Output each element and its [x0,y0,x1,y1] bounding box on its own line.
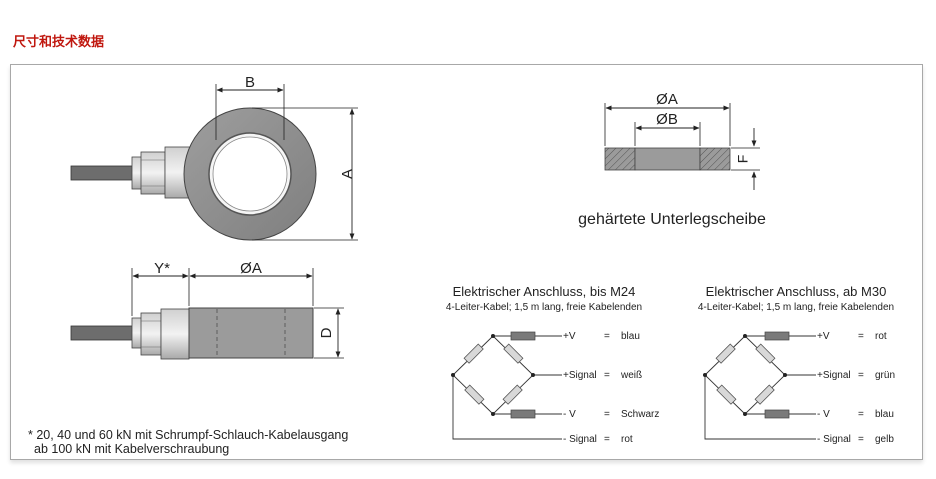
signal-label: - V [563,409,576,420]
wire-color: rot [875,331,887,342]
dimension-d-label: D [318,327,335,338]
washer-view: ØA ØB F gehärtete Unterlegscheibe [578,91,766,228]
equals-sign: = [858,434,864,445]
dimension-b-label: B [245,74,255,91]
connection-title: Elektrischer Anschluss, ab M30 [706,284,887,299]
signal-label: - Signal [817,434,851,445]
connection-subtitle: 4-Leiter-Kabel; 1,5 m lang, freie Kabele… [446,302,642,313]
connection-title: Elektrischer Anschluss, bis M24 [453,284,636,299]
connection-subtitle: 4-Leiter-Kabel; 1,5 m lang, freie Kabele… [698,302,894,313]
signal-label: - V [817,409,830,420]
cable-gland-top [140,151,166,195]
wire-color: blau [621,331,640,342]
washer-caption: gehärtete Unterlegscheibe [578,211,766,228]
connection-diagram-m30: Elektrischer Anschluss, ab M30 4-Leiter-… [698,284,895,445]
connection-diagram-m24: Elektrischer Anschluss, bis M24 4-Leiter… [446,284,659,445]
signal-label: +V [817,331,830,342]
wire-color: gelb [875,434,894,445]
dimension-oa-side-label: ØA [240,260,262,277]
signal-label: +Signal [563,370,597,381]
drawing-panel [10,64,923,460]
wire-color: weiß [620,370,642,381]
load-cell-body-side [188,307,314,359]
signal-label: +Signal [817,370,851,381]
dimension-oa-washer-label: ØA [656,91,678,108]
signal-label: +V [563,331,576,342]
wire-color: rot [621,434,633,445]
wire-color: blau [875,409,894,420]
equals-sign: = [858,331,864,342]
equals-sign: = [858,370,864,381]
dimension-y-label: Y* [154,260,170,277]
cable-top [70,165,134,181]
equals-sign: = [858,409,864,420]
equals-sign: = [604,331,610,342]
washer-bore [634,147,701,171]
signal-label: - Signal [563,434,597,445]
cable-gland-side [140,312,162,356]
wire-color: grün [875,370,895,381]
side-view: Y* ØA D [70,260,344,360]
cable-side [70,325,134,341]
equals-sign: = [604,409,610,420]
footnote-line-2: ab 100 kN mit Kabelverschraubung [34,442,229,456]
dimension-f-label: F [735,155,751,164]
page-heading: 尺寸和技术数据 [13,34,105,49]
dimension-a-label: A [339,169,356,179]
equals-sign: = [604,370,610,381]
wire-color: Schwarz [621,409,659,420]
housing-neck-side [160,308,190,360]
dimension-ob-washer-label: ØB [656,111,678,128]
equals-sign: = [604,434,610,445]
top-view: B A [70,74,358,241]
footnote-line-1: * 20, 40 und 60 kN mit Schrumpf-Schlauch… [28,428,348,442]
